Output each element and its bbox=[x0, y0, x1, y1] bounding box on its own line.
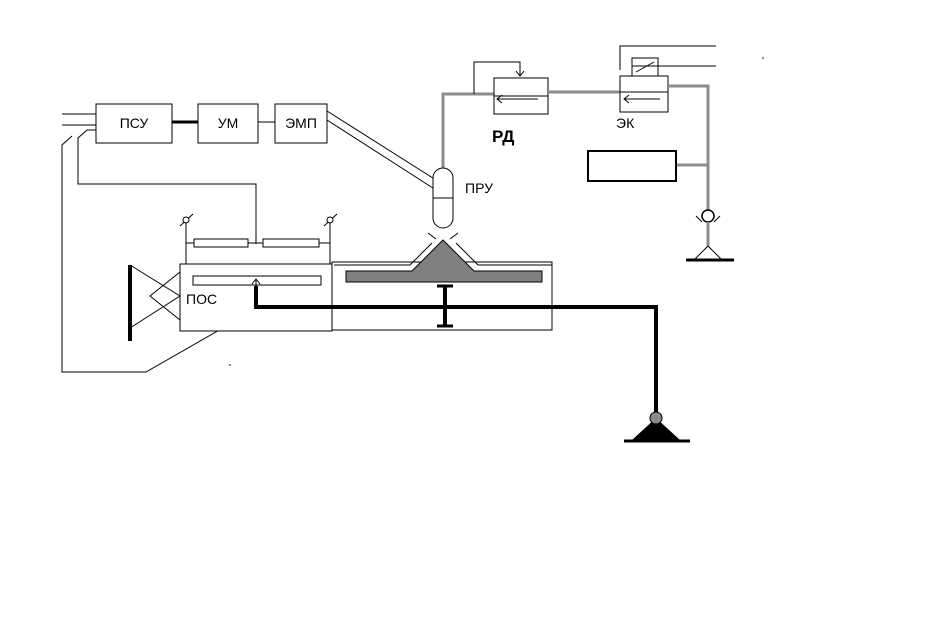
psu-label: ПСУ bbox=[120, 115, 149, 131]
ek-unit: ЭК bbox=[616, 45, 716, 131]
um-block: УМ bbox=[197, 103, 259, 144]
rd-label: РД bbox=[492, 127, 514, 146]
scan-dot bbox=[762, 57, 764, 59]
pivot-support bbox=[624, 411, 690, 443]
rd-unit: РД bbox=[473, 61, 549, 146]
pru-label: ПРУ bbox=[465, 180, 493, 196]
pos-label: ПОС bbox=[186, 291, 217, 307]
emp-pru-link bbox=[326, 110, 437, 191]
scan-dot bbox=[229, 364, 231, 366]
valve-plate bbox=[345, 239, 543, 283]
left-actuator bbox=[128, 264, 181, 341]
psu-block: ПСУ bbox=[95, 103, 173, 144]
emp-block: ЭМП bbox=[274, 103, 328, 144]
pos-assembly: ПОС bbox=[179, 213, 338, 332]
indicator-box bbox=[587, 150, 677, 182]
sensor-stand bbox=[686, 209, 734, 262]
emp-label: ЭМП bbox=[285, 115, 317, 131]
input-wiring bbox=[61, 113, 257, 373]
pivot-joint bbox=[649, 411, 663, 425]
pru-unit: ПРУ bbox=[432, 92, 500, 229]
um-label: УМ bbox=[218, 115, 239, 131]
valve-body bbox=[331, 232, 553, 331]
ek-label: ЭК bbox=[616, 115, 635, 131]
supply-line bbox=[668, 84, 710, 210]
linkage bbox=[254, 286, 658, 416]
